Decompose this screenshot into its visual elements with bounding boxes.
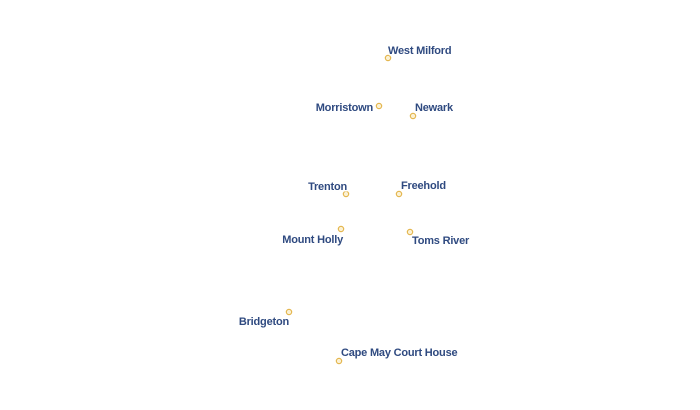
city-label: Freehold (401, 180, 446, 192)
city-label: Cape May Court House (341, 347, 457, 359)
city-cape-may-court-house[interactable]: Cape May Court House (335, 346, 459, 365)
city-toms-river[interactable]: Toms River (406, 228, 472, 249)
city-morristown[interactable]: Morristown (314, 101, 383, 116)
city-marker[interactable] (406, 228, 414, 236)
city-label: West Milford (388, 45, 451, 57)
city-marker[interactable] (384, 54, 392, 62)
city-label: Mount Holly (282, 234, 344, 246)
city-marker[interactable] (395, 190, 403, 198)
city-newark[interactable]: Newark (409, 101, 456, 120)
city-marker[interactable] (285, 308, 293, 316)
city-bridgeton[interactable]: Bridgeton (237, 308, 293, 330)
city-marker[interactable] (337, 225, 345, 233)
city-marker[interactable] (342, 190, 350, 198)
city-marker[interactable] (375, 102, 383, 110)
city-trenton[interactable]: Trenton (307, 180, 350, 198)
city-label: Morristown (316, 102, 374, 114)
city-label: Bridgeton (239, 316, 290, 328)
city-west-milford[interactable]: West Milford (384, 44, 453, 62)
city-label: Trenton (308, 181, 347, 193)
city-marker[interactable] (335, 357, 343, 365)
city-label: Toms River (412, 235, 470, 247)
city-marker[interactable] (409, 112, 417, 120)
city-label: Newark (415, 102, 454, 114)
city-freehold[interactable]: Freehold (395, 179, 448, 198)
city-mount-holly[interactable]: Mount Holly (281, 225, 346, 248)
